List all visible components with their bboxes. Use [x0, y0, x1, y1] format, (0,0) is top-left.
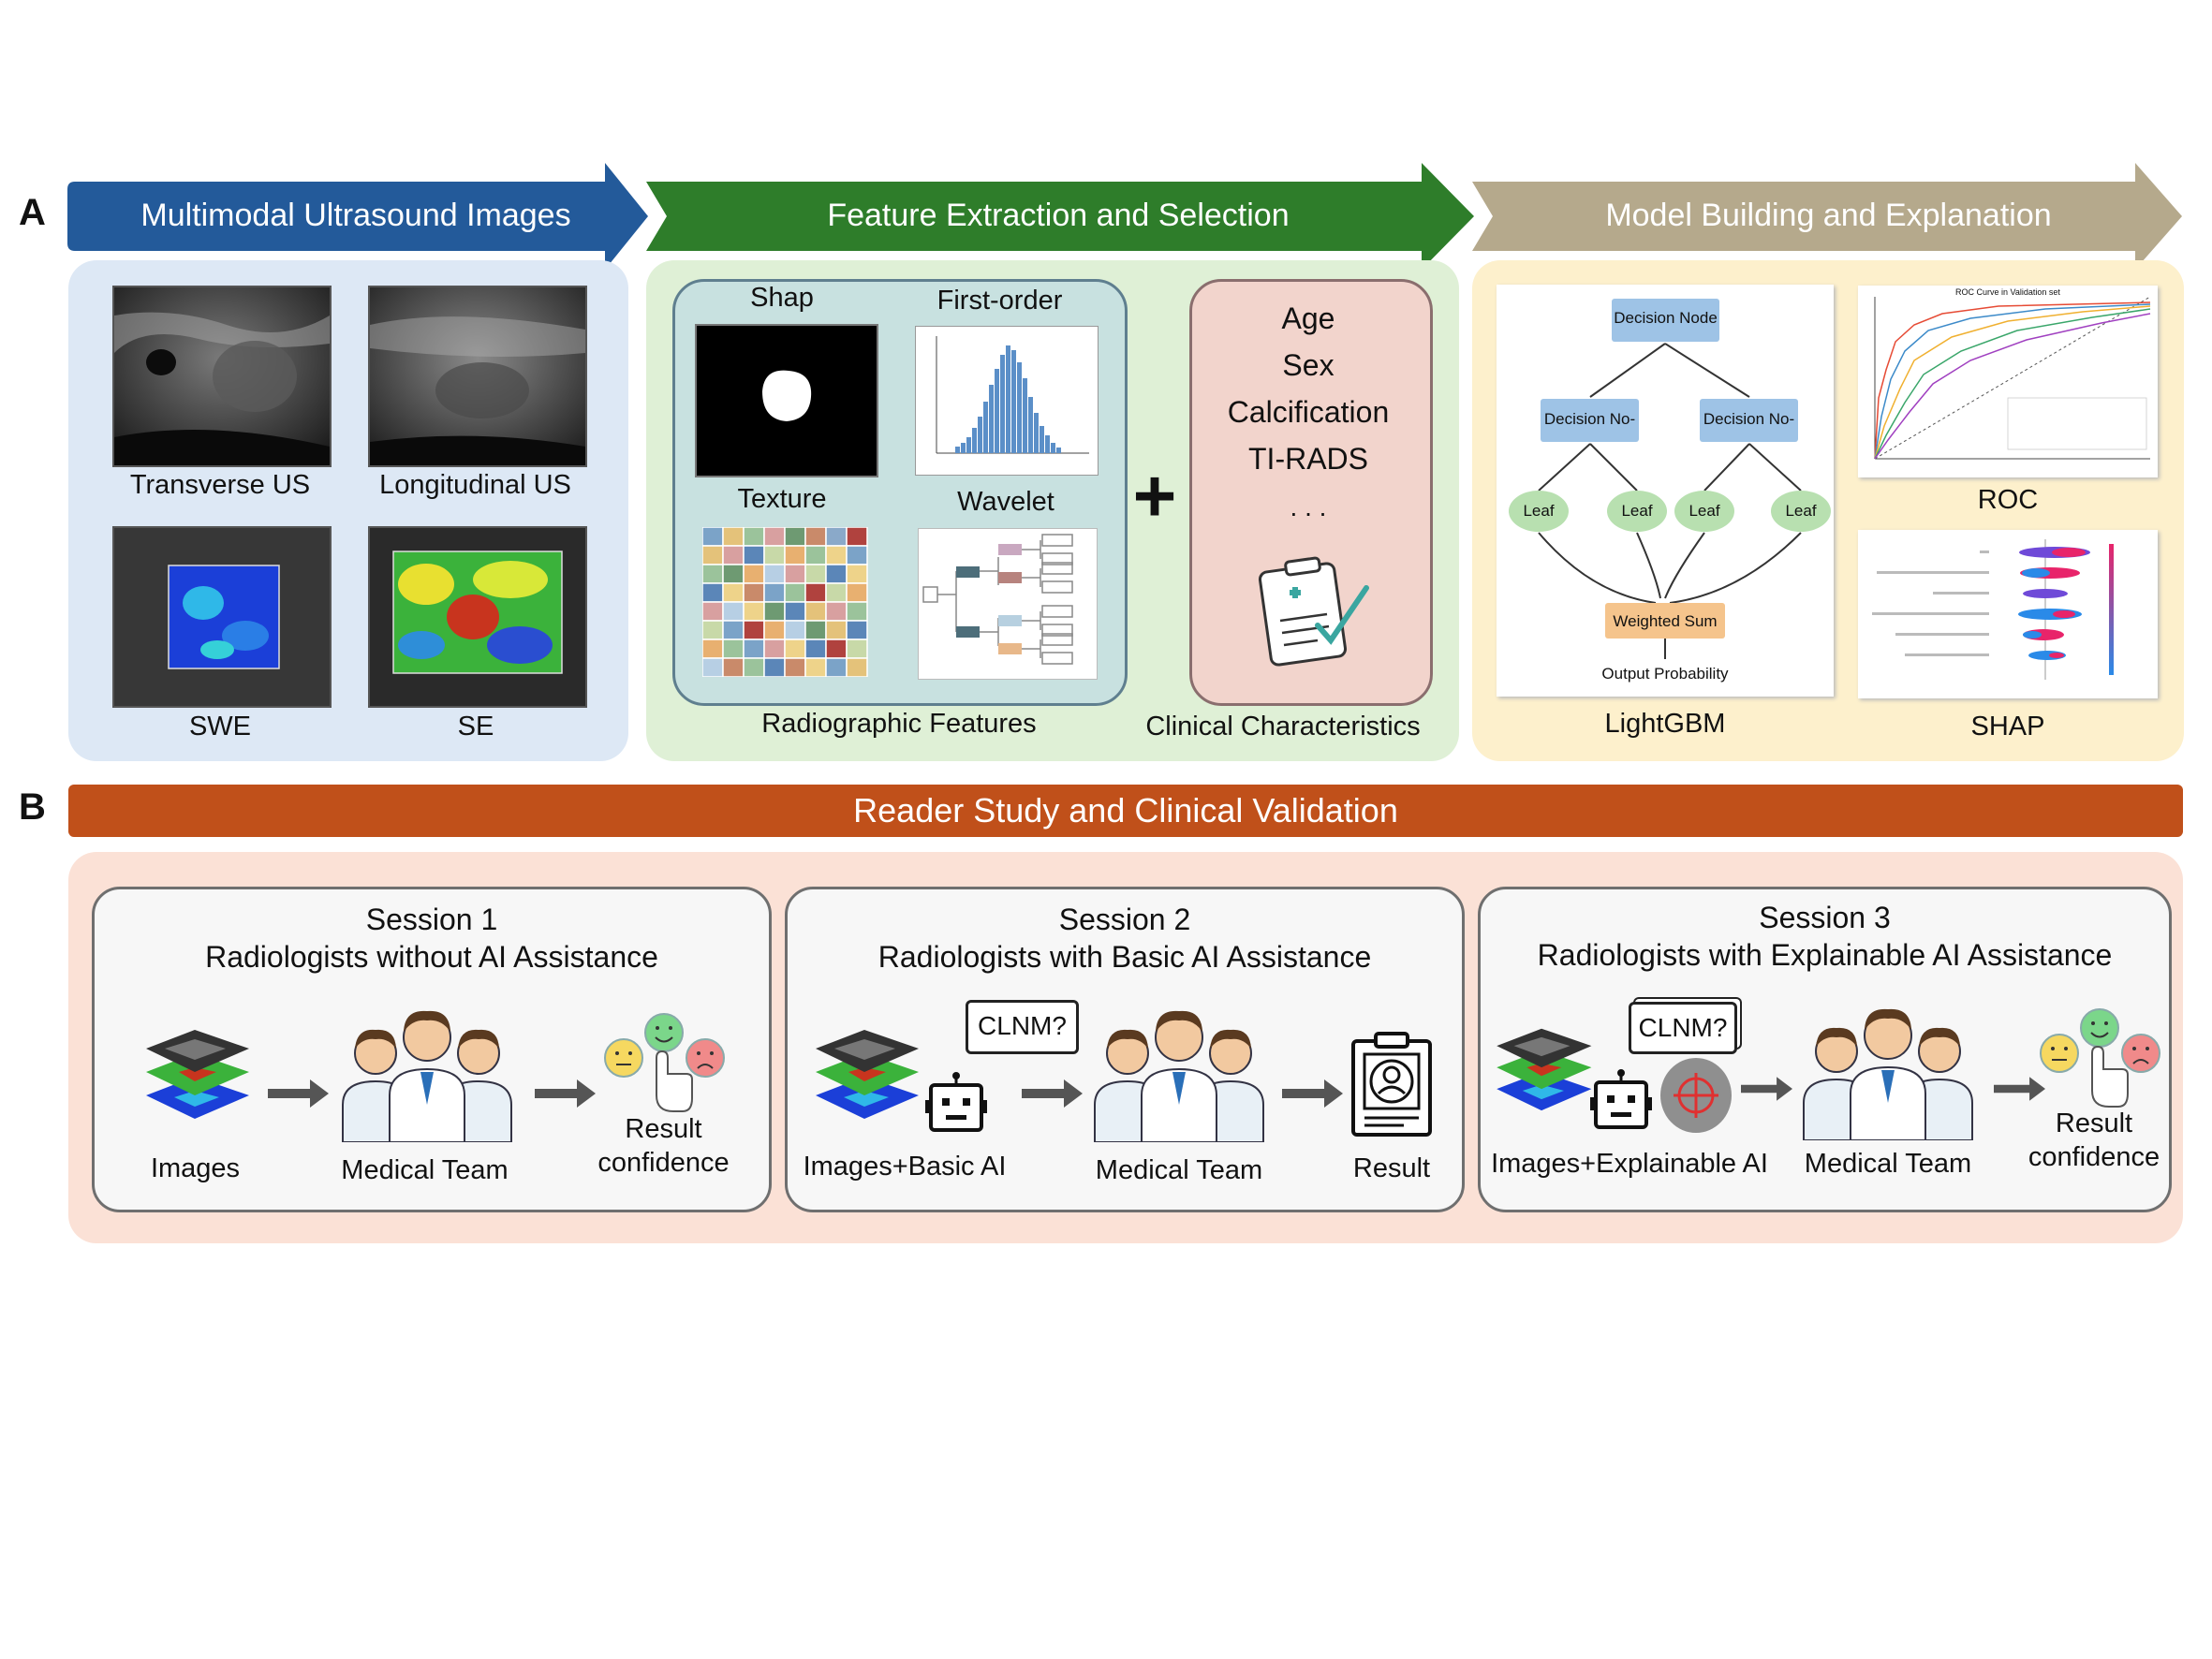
image-stack-icon [1488, 1018, 1596, 1130]
session-3-images-caption: Images+Explainable AI [1491, 1149, 1768, 1179]
session-2-card: Session 2 Radiologists with Basic AI Ass… [785, 887, 1465, 1212]
arrow-feature [646, 163, 1474, 270]
lightgbm-tree-diagram [1497, 285, 1834, 697]
session-3-subtitle: Radiologists with Explainable AI Assista… [1537, 938, 2113, 972]
clinical-characteristics-caption: Clinical Characteristics [1145, 712, 1421, 741]
reader-study-title: Reader Study and Clinical Validation [853, 791, 1398, 830]
arrow-right-icon [1282, 1079, 1343, 1108]
longitudinal-us-image [368, 286, 587, 467]
clinical-ellipsis: . . . [1290, 492, 1327, 521]
clinical-age: Age [1281, 301, 1335, 335]
session-2-subtitle: Radiologists with Basic AI Assistance [877, 940, 1372, 974]
section-a-label: A [19, 192, 46, 233]
explainability-target-icon [1657, 1056, 1736, 1136]
session-3-team-caption: Medical Team [1804, 1149, 1972, 1179]
session-1-result-caption: Result confidence [582, 1112, 745, 1180]
texture-grid [701, 526, 871, 678]
roc-caption: ROC [1977, 485, 2039, 515]
medical-team-icon [1794, 1000, 1982, 1141]
se-image [368, 526, 587, 708]
arrow-model-label: Model Building and Explanation [1605, 198, 2052, 233]
se-caption: SE [457, 712, 494, 741]
session-3-title: Session 3 [1759, 901, 1891, 934]
clnm-question-bubble: CLNM? [1629, 1002, 1737, 1054]
arrow-right-icon [535, 1079, 596, 1108]
lightgbm-caption: LightGBM [1604, 709, 1726, 739]
swe-image [112, 526, 332, 708]
image-stack-icon [137, 1020, 254, 1138]
robot-icon [1588, 1069, 1654, 1135]
session-1-title: Session 1 [365, 903, 498, 936]
session-2-title: Session 2 [1058, 903, 1191, 936]
first-order-label: First-order [936, 286, 1063, 316]
shap-caption: SHAP [1970, 712, 2045, 741]
tree-left-node: Decision No- [1543, 410, 1636, 428]
wavelet-diagram [918, 528, 1098, 680]
longitudinal-us-caption: Longitudinal US [379, 470, 571, 500]
arrow-multimodal-label: Multimodal Ultrasound Images [140, 198, 571, 233]
arrow-model [1472, 163, 2182, 270]
session-2-result-caption: Result [1352, 1153, 1431, 1183]
session-1-result-text: Result confidence [597, 1114, 730, 1178]
session-3-result-text: Result confidence [2028, 1108, 2160, 1172]
report-icon [1348, 1032, 1437, 1139]
arrow-right-icon [1022, 1079, 1083, 1108]
wavelet-label: Wavelet [957, 487, 1054, 517]
reader-study-banner [68, 785, 2183, 837]
transverse-us-caption: Transverse US [129, 470, 311, 500]
clinical-calcification: Calcification [1227, 395, 1390, 429]
arrow-right-icon [268, 1079, 329, 1108]
clinical-tirads: TI-RADS [1248, 442, 1368, 476]
session-3-result-caption: Result confidence [2014, 1107, 2174, 1174]
clinical-sex: Sex [1282, 348, 1335, 382]
robot-icon [923, 1072, 989, 1138]
clnm-question-bubble: CLNM? [966, 1000, 1079, 1054]
section-b-label: B [19, 786, 46, 828]
confidence-faces-icon [600, 1006, 727, 1114]
tree-leaf-4: Leaf [1785, 502, 1817, 520]
roc-chart [1858, 286, 2158, 477]
roc-chart-title: ROC Curve in Validation set [1955, 287, 2060, 297]
tree-leaf-2: Leaf [1621, 502, 1653, 520]
clipboard-icon [1252, 551, 1374, 672]
session-2-images-caption: Images+Basic AI [803, 1152, 1007, 1182]
tree-output-probability: Output Probability [1601, 665, 1729, 683]
arrow-right-icon [1741, 1077, 1792, 1101]
medical-team-icon [1085, 1002, 1273, 1143]
session-1-subtitle: Radiologists without AI Assistance [205, 940, 658, 974]
tree-leaf-3: Leaf [1688, 502, 1720, 520]
session-1-team-caption: Medical Team [341, 1155, 509, 1185]
plus-sign: + [1132, 454, 1177, 537]
shap-mask-image [695, 324, 878, 477]
session-1-card: Session 1 Radiologists without AI Assist… [92, 887, 772, 1212]
confidence-faces-icon [2036, 1002, 2162, 1109]
arrow-multimodal [67, 163, 648, 270]
first-order-histogram [915, 326, 1099, 476]
texture-label: Texture [737, 484, 827, 514]
tree-root-node: Decision Node [1614, 309, 1718, 327]
shap-summary-plot [1858, 530, 2158, 698]
tree-weighted-sum: Weighted Sum [1613, 612, 1718, 630]
session-3-card: Session 3 Radiologists with Explainable … [1478, 887, 2172, 1212]
tree-leaf-1: Leaf [1523, 502, 1555, 520]
tree-right-node: Decision No- [1703, 410, 1795, 428]
session-1-images-caption: Images [150, 1153, 241, 1183]
session-2-team-caption: Medical Team [1095, 1155, 1263, 1185]
image-stack-icon [806, 1020, 923, 1138]
transverse-us-image [112, 286, 332, 467]
radiographic-features-caption: Radiographic Features [761, 709, 1037, 739]
arrow-right-icon [1994, 1077, 2045, 1101]
arrow-feature-label: Feature Extraction and Selection [827, 198, 1290, 233]
shap-label: Shap [750, 283, 814, 313]
swe-caption: SWE [188, 712, 252, 741]
medical-team-icon [333, 1002, 521, 1143]
